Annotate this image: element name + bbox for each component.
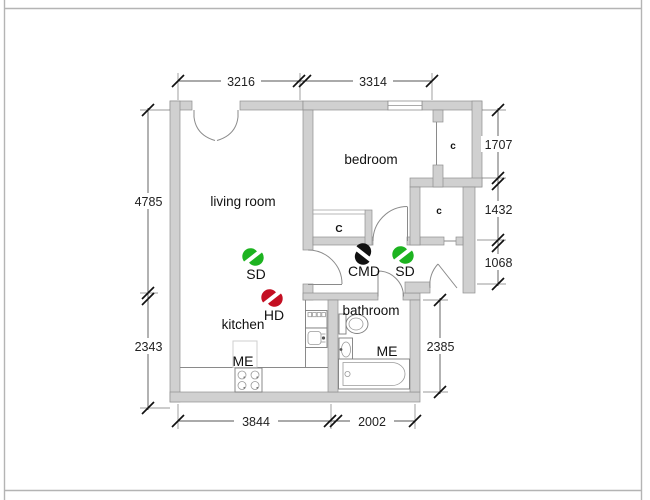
openings [312,100,456,242]
label-sd-hall: SD [395,263,414,279]
label-cmd-hall: CMD [348,263,380,279]
washing-machine [305,310,328,329]
bathroom-fixtures [338,313,410,390]
room-label-living: living room [210,194,275,209]
dimension-lines: 3216 3314 4785 2343 1707 1432 1068 2385 … [133,73,516,429]
dim-right-2: 1432 [485,203,513,217]
label-hd-kitchen: HD [264,307,284,323]
dim-bottom-left: 3844 [242,415,270,429]
closet-partition [312,209,366,215]
toilet [338,313,369,335]
entry-door [429,263,458,289]
door-swings [193,110,458,297]
labels: living room bedroom kitchen bathroom SD … [210,141,456,369]
dim-right-1: 1707 [485,138,513,152]
room-label-bedroom: bedroom [344,152,397,167]
room-label-bathroom: bathroom [342,303,399,318]
label-me-bathroom: ME [377,343,398,359]
stove [234,367,263,393]
dim-top-right: 3314 [359,75,387,89]
kitchen-fixtures [180,300,328,393]
bathtub [338,358,410,390]
dim-bathroom-right: 2385 [427,340,455,354]
walls [169,100,483,403]
balcony-double-door [193,110,239,141]
bathroom-sink [338,337,353,362]
kitchen-sink [305,327,328,348]
bedroom-door [372,206,408,242]
bathroom-door [377,270,404,297]
label-closet-2: c [436,206,442,217]
dim-left-lower: 2343 [135,340,163,354]
dim-right-3: 1068 [485,256,513,270]
dim-top-left: 3216 [227,75,255,89]
room-label-kitchen: kitchen [222,317,265,332]
page-border [3,0,643,500]
kitchen-unit [232,340,258,368]
label-sd-living: SD [246,266,265,282]
dim-bottom-right: 2002 [358,415,386,429]
living-hall-door [307,249,343,285]
label-closet-1: c [450,141,456,152]
label-me-kitchen: ME [233,353,254,369]
label-closet-3: C [335,224,342,235]
dim-left-upper: 4785 [135,195,163,209]
bedroom-window [387,100,423,111]
